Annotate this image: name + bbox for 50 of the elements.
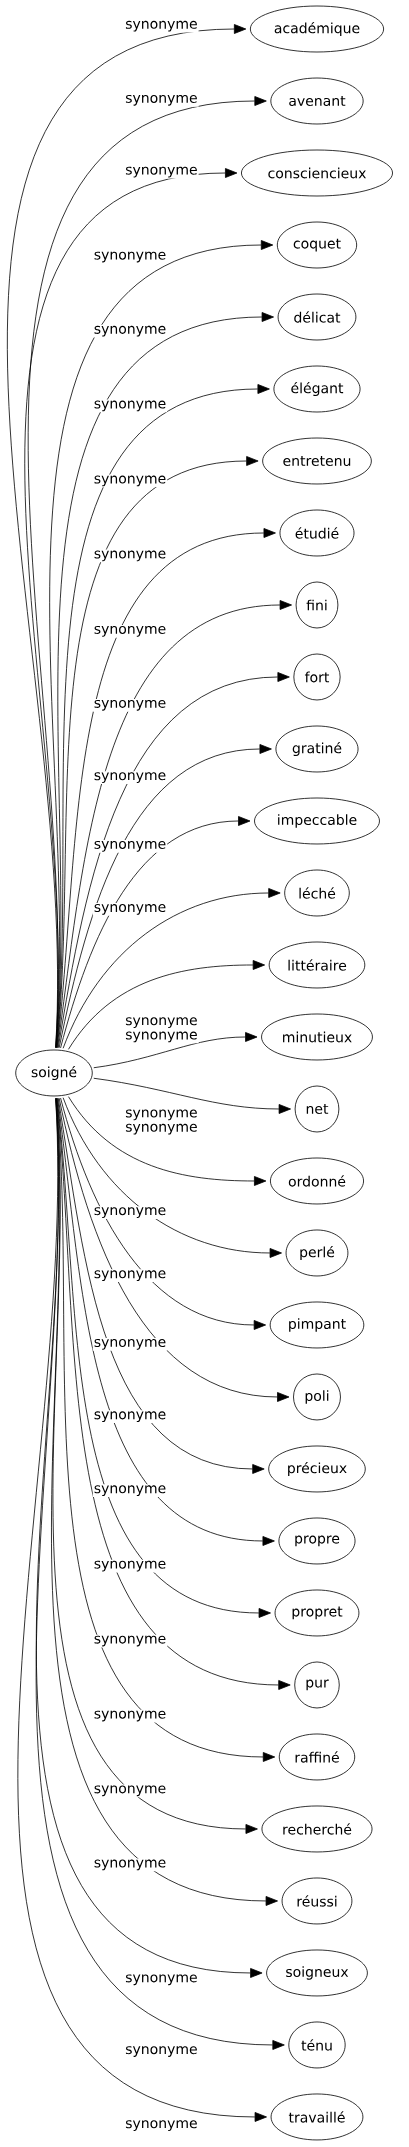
arrow (58, 1097, 290, 1402)
arrow (93, 1077, 291, 1114)
edge-label: synonyme (92, 1410, 168, 1424)
edge-label: synonyme (92, 1634, 168, 1648)
edge-label: synonyme (124, 1973, 199, 1987)
edge-label: synonyme (92, 1858, 168, 1872)
arrow (57, 600, 292, 1049)
edge-label: synonyme (92, 698, 168, 712)
edge-label: synonyme (92, 549, 168, 563)
edge-label: synonyme (92, 1269, 168, 1283)
edge-label: synonyme (124, 1108, 199, 1122)
edge-label: synonyme (124, 1122, 199, 1136)
edge-label: synonyme (92, 839, 168, 853)
arrow (24, 168, 238, 1048)
arrow (56, 456, 259, 1049)
edge-label: synonyme (92, 324, 168, 338)
edge-label: synonyme (92, 903, 168, 916)
arrow (57, 672, 290, 1049)
arrow (58, 744, 272, 1049)
arrow (60, 1097, 267, 1330)
arrow (17, 1097, 267, 2122)
edge-label: synonyme (92, 474, 168, 488)
edge-label: synonyme (124, 19, 199, 33)
edge-label: synonyme (92, 250, 168, 264)
arrow (56, 528, 276, 1049)
edge-label: synonyme (92, 1338, 168, 1351)
arrow (56, 1097, 271, 1618)
edge-label: synonyme (92, 399, 168, 413)
edge-label: synonyme (92, 1484, 168, 1498)
edge-label: synonyme (92, 624, 168, 638)
arrow (57, 1097, 265, 1474)
edge-label: synonyme (92, 771, 168, 784)
arrow (93, 1032, 258, 1069)
edge-label: synonyme (124, 93, 199, 107)
arrow (62, 888, 281, 1049)
arrow (68, 960, 266, 1050)
edge-label: synonyme (124, 1030, 199, 1044)
arrow (60, 816, 251, 1049)
edge-label: synonyme (124, 2045, 199, 2058)
edge-label: synonyme (92, 1784, 168, 1798)
arrow (56, 1097, 291, 1690)
edge-label: synonyme (124, 2119, 199, 2132)
arrow (68, 1096, 267, 1186)
edge-label: synonyme (92, 1206, 168, 1219)
edge-label: synonyme (124, 1016, 199, 1030)
edge-label: synonyme (124, 165, 199, 179)
arrow (62, 1097, 282, 1258)
edge-label: synonyme (92, 1559, 168, 1573)
arrow (36, 1097, 263, 1978)
edge-label: synonyme (92, 1709, 168, 1723)
